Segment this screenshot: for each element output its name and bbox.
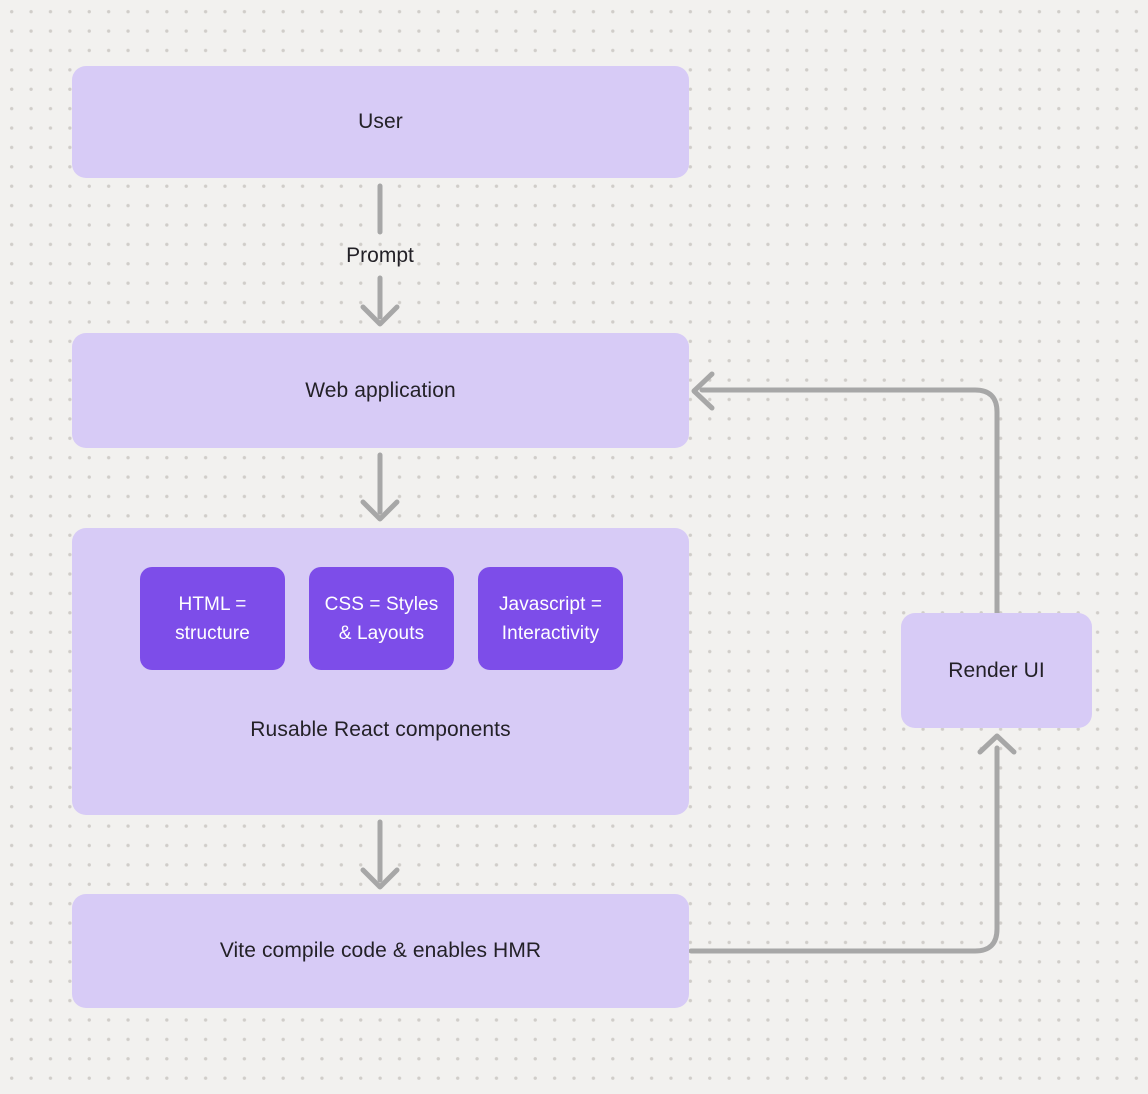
node-render-ui: Render UI xyxy=(901,613,1092,728)
node-vite: Vite compile code & enables HMR xyxy=(72,894,689,1008)
components-group-label: Rusable React components xyxy=(250,718,511,741)
node-html-structure-label: HTML = structure xyxy=(175,593,250,644)
edge-vite-to-render-ui xyxy=(688,745,1000,954)
node-components-group: HTML = structure CSS = Styles & Layouts … xyxy=(72,528,689,815)
node-web-application-label: Web application xyxy=(305,378,456,402)
arrowhead-vite-to-render-ui xyxy=(977,733,1017,755)
components-row: HTML = structure CSS = Styles & Layouts … xyxy=(140,567,623,670)
node-html-structure: HTML = structure xyxy=(140,567,285,670)
node-javascript-interactivity: Javascript = Interactivity xyxy=(478,567,623,670)
node-web-application: Web application xyxy=(72,333,689,448)
node-vite-label: Vite compile code & enables HMR xyxy=(219,939,542,962)
node-user-label: User xyxy=(358,110,403,133)
arrowhead-user-to-web xyxy=(360,304,400,327)
node-css-styles: CSS = Styles & Layouts xyxy=(309,567,454,670)
arrowhead-render-ui-to-web xyxy=(691,371,715,411)
node-javascript-interactivity-label: Javascript = Interactivity xyxy=(498,593,603,644)
arrowhead-web-to-components xyxy=(360,499,400,522)
edge-label-prompt: Prompt xyxy=(346,244,414,267)
node-user: User xyxy=(72,66,689,178)
node-render-ui-label: Render UI xyxy=(948,658,1045,682)
node-css-styles-label: CSS = Styles & Layouts xyxy=(324,593,439,644)
edge-render-ui-to-web xyxy=(699,387,1000,616)
arrowhead-components-to-vite xyxy=(360,867,400,890)
